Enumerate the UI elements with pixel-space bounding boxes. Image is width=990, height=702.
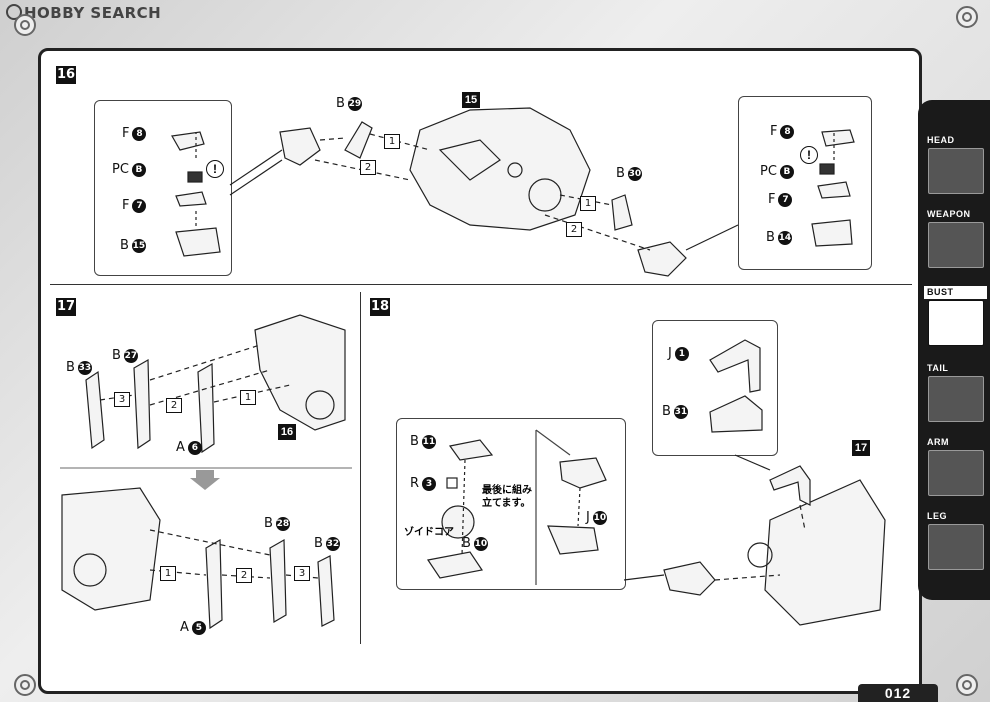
sidebar-tab-leg[interactable]: LEG (924, 510, 986, 572)
caution-icon: ! (206, 160, 224, 178)
sidebar-tab-tail[interactable]: TAIL (924, 362, 986, 424)
down-arrow-icon (190, 470, 220, 490)
section-sidebar: HEAD WEAPON BUST TAIL ARM LEG (918, 100, 990, 600)
part-label-16: 16 (278, 424, 296, 440)
step-marker: 2 (236, 568, 252, 583)
tail-icon (928, 376, 984, 422)
page-number: 012 (858, 684, 938, 702)
caution-icon: ! (800, 146, 818, 164)
step-marker: 2 (166, 398, 182, 413)
step-marker: 1 (580, 196, 596, 211)
part-label-17: 17 (852, 440, 870, 456)
arm-icon (928, 450, 984, 496)
bust-body-17 (254, 314, 346, 431)
step-number: 17 (56, 298, 76, 316)
step-marker: 2 (360, 160, 376, 175)
step-marker: 3 (294, 566, 310, 581)
socket-part (507, 162, 523, 178)
zoid-core-label: ゾイドコア (404, 527, 454, 538)
step-number: 18 (370, 298, 390, 316)
step-marker: 1 (384, 134, 400, 149)
sidebar-tab-head[interactable]: HEAD (924, 134, 986, 196)
joint-part (279, 127, 321, 166)
step-marker: 2 (566, 222, 582, 237)
weapon-icon (928, 222, 984, 268)
site-logo[interactable]: HOBBY SEARCH (6, 4, 161, 22)
step-marker: 3 (114, 392, 130, 407)
step-number: 16 (56, 66, 76, 84)
corner-bolt-icon (956, 6, 978, 28)
corner-bolt-icon (14, 14, 36, 36)
logo-ring-icon (6, 4, 22, 20)
head-icon (928, 148, 984, 194)
step-marker: 1 (240, 390, 256, 405)
part-b29 (344, 121, 373, 159)
sidebar-tab-arm[interactable]: ARM (924, 436, 986, 498)
corner-bolt-icon (956, 674, 978, 696)
bust-body-18 (764, 479, 886, 626)
step-marker: 1 (160, 566, 176, 581)
sidebar-tab-bust[interactable]: BUST (924, 286, 987, 348)
bust-main-body (409, 107, 591, 231)
corner-bolt-icon (14, 674, 36, 696)
bust-icon (928, 300, 984, 346)
joint-part (637, 241, 687, 277)
assembly-note: 最後に組み立てます。 (482, 485, 532, 509)
part-b30 (611, 194, 633, 231)
part-label-15: 15 (462, 92, 480, 108)
sidebar-tab-weapon[interactable]: WEAPON (924, 208, 986, 270)
leg-icon (928, 524, 984, 570)
